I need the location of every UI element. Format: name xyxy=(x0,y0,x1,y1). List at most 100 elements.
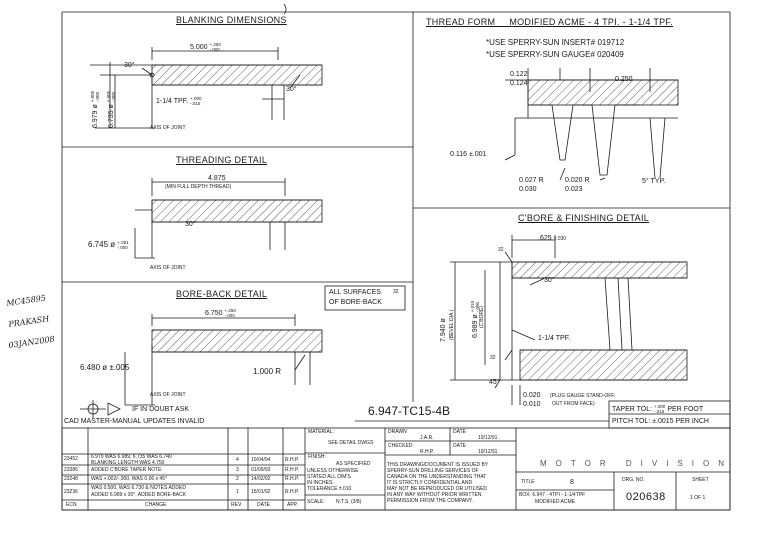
thread-form-note-2: *USE SPERRY-SUN GAUGE# 020409 xyxy=(486,50,624,59)
thread-form-title: THREAD FORM MODIFIED ACME - 4 TPI. - 1-1… xyxy=(426,17,674,27)
box-description-1: BOX: 6.947 - 4TPI - 1-1/4TPF xyxy=(519,492,586,498)
scale-label: SCALE: xyxy=(307,499,325,505)
notice-line-1: THIS DRAWING/DOCUMENT IS ISSUED BY xyxy=(387,462,489,468)
notice-line-6: IN ANY WAY WITHOUT PRIOR WRITTEN xyxy=(387,492,482,498)
rev-row-2-rev: 3 xyxy=(236,467,239,473)
rev-row-3-change: WAS +.002/-.000, WAS 0.06 x 45° xyxy=(91,476,167,482)
notice-line-5: MAY NOT BE REPRODUCED OR UTILISED xyxy=(387,486,488,492)
cbore-surface-2: 32 xyxy=(490,355,496,361)
rev-header-rev: REV. xyxy=(231,502,243,508)
rev-row-3-app: R.H.P. xyxy=(285,476,300,482)
material-label: MATERIAL: xyxy=(308,429,335,435)
boreback-title: BORE-BACK DETAIL xyxy=(176,289,268,299)
notice-line-2: SPERRY-SUN DRILLING SERVICES OF xyxy=(387,468,479,474)
thread-form-root-r1b: 0.030 xyxy=(519,186,537,193)
blanking-angle-left: 30° xyxy=(124,62,135,69)
rev-row-1-rev: 4 xyxy=(236,457,239,463)
blanking-angle-right: 30° xyxy=(286,86,297,93)
cbore-angle: 30° xyxy=(544,277,555,284)
tolerance-note-4: TOLERANCE ±.010 xyxy=(307,486,352,492)
checked-date-label: DATE xyxy=(453,443,466,449)
drawn-value: J.A.R. xyxy=(420,435,434,441)
title-label: TITLE xyxy=(521,479,535,485)
cbore-standoff-2: 0.010 xyxy=(523,401,541,408)
cbore-cbore-note: (C'BORE) xyxy=(479,305,485,328)
part-reference: 6.947-TC15-4B xyxy=(368,404,451,418)
blanking-outer-dia: 6.979 ø +.005-.000 xyxy=(90,90,100,128)
tolerance-note-1: UNLESS OTHERWISE xyxy=(307,468,359,474)
cbore-standoff-note-1: (PLUG GAUGE STAND-OFF, xyxy=(550,393,616,399)
cbore-standoff-note-2: OUT FROM FACE) xyxy=(552,401,595,407)
thread-form-typ: 5° TYP. xyxy=(642,178,666,185)
rev-row-4-ecn: 23236 xyxy=(64,489,78,495)
rev-row-4-date: 15/01/92 xyxy=(251,489,271,495)
cbore-chamfer: 45° xyxy=(489,379,500,386)
finish-value: AS SPECIFIED xyxy=(336,461,371,467)
boreback-dia: 6.480 ø ±.005 xyxy=(80,363,130,372)
rev-header-date: DATE xyxy=(257,502,270,508)
thread-form-depth: 0.116 ±.001 xyxy=(450,151,487,158)
rev-row-1-date: 10/04/94 xyxy=(251,457,271,463)
threading-title: THREADING DETAIL xyxy=(176,155,268,165)
threading-axis-label: AXIS OF JOINT xyxy=(150,265,186,271)
boreback-surface-symbol: 32 xyxy=(393,289,399,295)
thread-form-root-r1: 0.027 R xyxy=(519,177,544,184)
rev-row-4-change: WAS 0.500, WAS 6.730 & NOTES ADDED xyxy=(91,485,186,491)
rev-row-1-change: 6.979 WAS 6.989, 6.735 WAS 6.740 xyxy=(91,454,172,460)
notice-line-4: IT IS STRICTLY CONFIDENTIAL AND xyxy=(387,480,473,486)
threading-length-note: (MIN FULL DEPTH THREAD) xyxy=(165,184,232,190)
thread-form-pitch: 0.250 xyxy=(615,76,633,83)
pitch-tolerance: PITCH TOL: ±.0015 PER INCH xyxy=(612,418,709,425)
boreback-radius: 1.000 R xyxy=(253,367,282,376)
boreback-axis-label: AXIS OF JOINT xyxy=(150,392,186,398)
blanking-title: BLANKING DIMENSIONS xyxy=(176,15,287,25)
boreback-surfaces-note-2: OF BORE-BACK xyxy=(329,299,382,306)
cbore-bevel-note: (BEVEL DIA.) xyxy=(449,309,455,340)
doubt-note: IF IN DOUBT ASK xyxy=(132,406,190,413)
threading-dia: 6.745 ø +.001-.000 xyxy=(88,240,129,250)
cbore-taper: 1-1/4 TPF. xyxy=(538,335,571,342)
rev-row-2-date: 01/09/93 xyxy=(251,467,271,473)
thread-form-root-r2: 0.020 R xyxy=(565,177,590,184)
rev-row-2-app: R.H.P. xyxy=(285,467,300,473)
rev-row-1-ecn: 23452 xyxy=(64,456,78,462)
rev-row-3-rev: 2 xyxy=(236,476,239,482)
blanking-axis-label: AXIS OF JOINT xyxy=(150,125,186,131)
rev-header-app: APP. xyxy=(287,502,298,508)
material-value: SEE DETAIL DWGS xyxy=(328,440,374,446)
scale-value: N.T.S. (3/8) xyxy=(336,499,362,505)
checked-label: CHECKED xyxy=(388,443,413,449)
cbore-surface-1: 32 xyxy=(498,247,504,253)
rev-row-1-change-2: BLANKING LENGTH WAS 4.750 xyxy=(91,460,165,466)
rev-row-2-ecn: 23386 xyxy=(64,467,78,473)
box-description-2: MODIFIED ACME xyxy=(535,499,576,505)
drawing-number-label: DRG. NO. xyxy=(622,477,645,483)
threading-length: 4.875 xyxy=(208,175,226,182)
blanking-inner-dia: 6.735 ø +.005-.000 xyxy=(106,90,116,128)
thread-form-dim-a-top: 0.122 xyxy=(510,71,528,78)
rev-row-2-change: ADDED C'BORE TAPER NOTE xyxy=(91,467,162,473)
drawn-label: DRAWN xyxy=(388,429,407,435)
threading-angle: 30° xyxy=(185,221,196,228)
drawing-number: 020638 xyxy=(626,491,666,503)
tolerance-note-3: IN INCHES. xyxy=(307,480,334,486)
thread-form-note-1: *USE SPERRY-SUN INSERT# 019712 xyxy=(486,38,625,47)
notice-line-3: CANADA ON THE UNDERSTANDING THAT xyxy=(387,474,487,480)
blanking-length: 5.000 +.250-.000 xyxy=(190,42,221,52)
rev-header-ecn: ECN xyxy=(66,502,77,508)
rev-row-3-date: 14/02/92 xyxy=(251,476,271,482)
notice-line-7: PERMISSION FROM THE COMPANY. xyxy=(387,498,473,504)
rev-row-4-rev: 1 xyxy=(236,489,239,495)
cbore-depth: .625 ±.030 xyxy=(538,235,567,242)
thread-form-root-r2b: 0.023 xyxy=(565,186,583,193)
rev-row-4-app: R.H.P. xyxy=(285,489,300,495)
thread-form-dim-a-bottom: 0.124 xyxy=(510,80,528,87)
rev-header-change: CHANGE xyxy=(145,502,167,508)
checked-value: R.H.P. xyxy=(420,449,435,455)
sheet-value: 1 OF 1 xyxy=(690,495,706,501)
sheet-label: SHEET xyxy=(692,477,709,483)
cbore-standoff-1: 0.020 xyxy=(523,392,541,399)
cad-note: CAD MASTER-MANUAL UPDATES INVALID xyxy=(64,418,205,425)
boreback-surfaces-note-1: ALL SURFACES xyxy=(329,289,381,296)
